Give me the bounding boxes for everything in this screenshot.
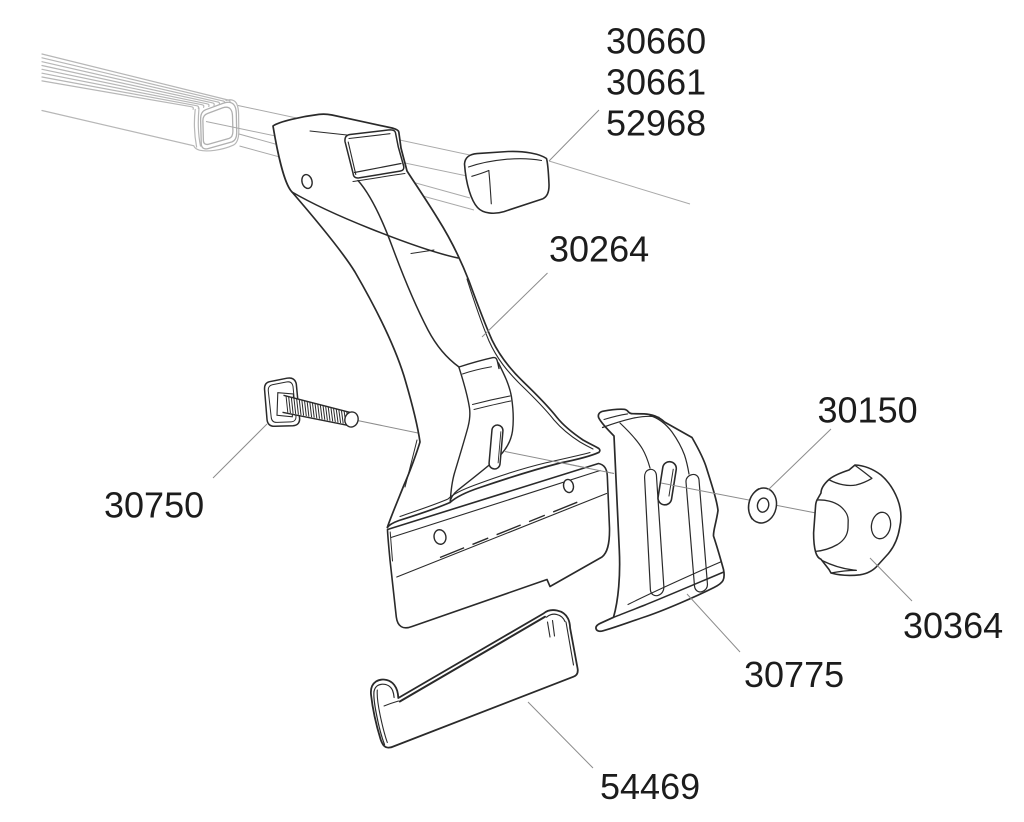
- svg-text:30660: 30660: [606, 21, 706, 62]
- svg-text:30661: 30661: [606, 62, 706, 103]
- svg-text:52968: 52968: [606, 103, 706, 144]
- svg-text:30750: 30750: [104, 485, 204, 526]
- svg-text:30150: 30150: [818, 390, 918, 431]
- svg-text:30364: 30364: [903, 605, 1003, 646]
- svg-text:30264: 30264: [549, 229, 649, 270]
- svg-text:54469: 54469: [600, 766, 700, 807]
- svg-text:30775: 30775: [744, 654, 844, 695]
